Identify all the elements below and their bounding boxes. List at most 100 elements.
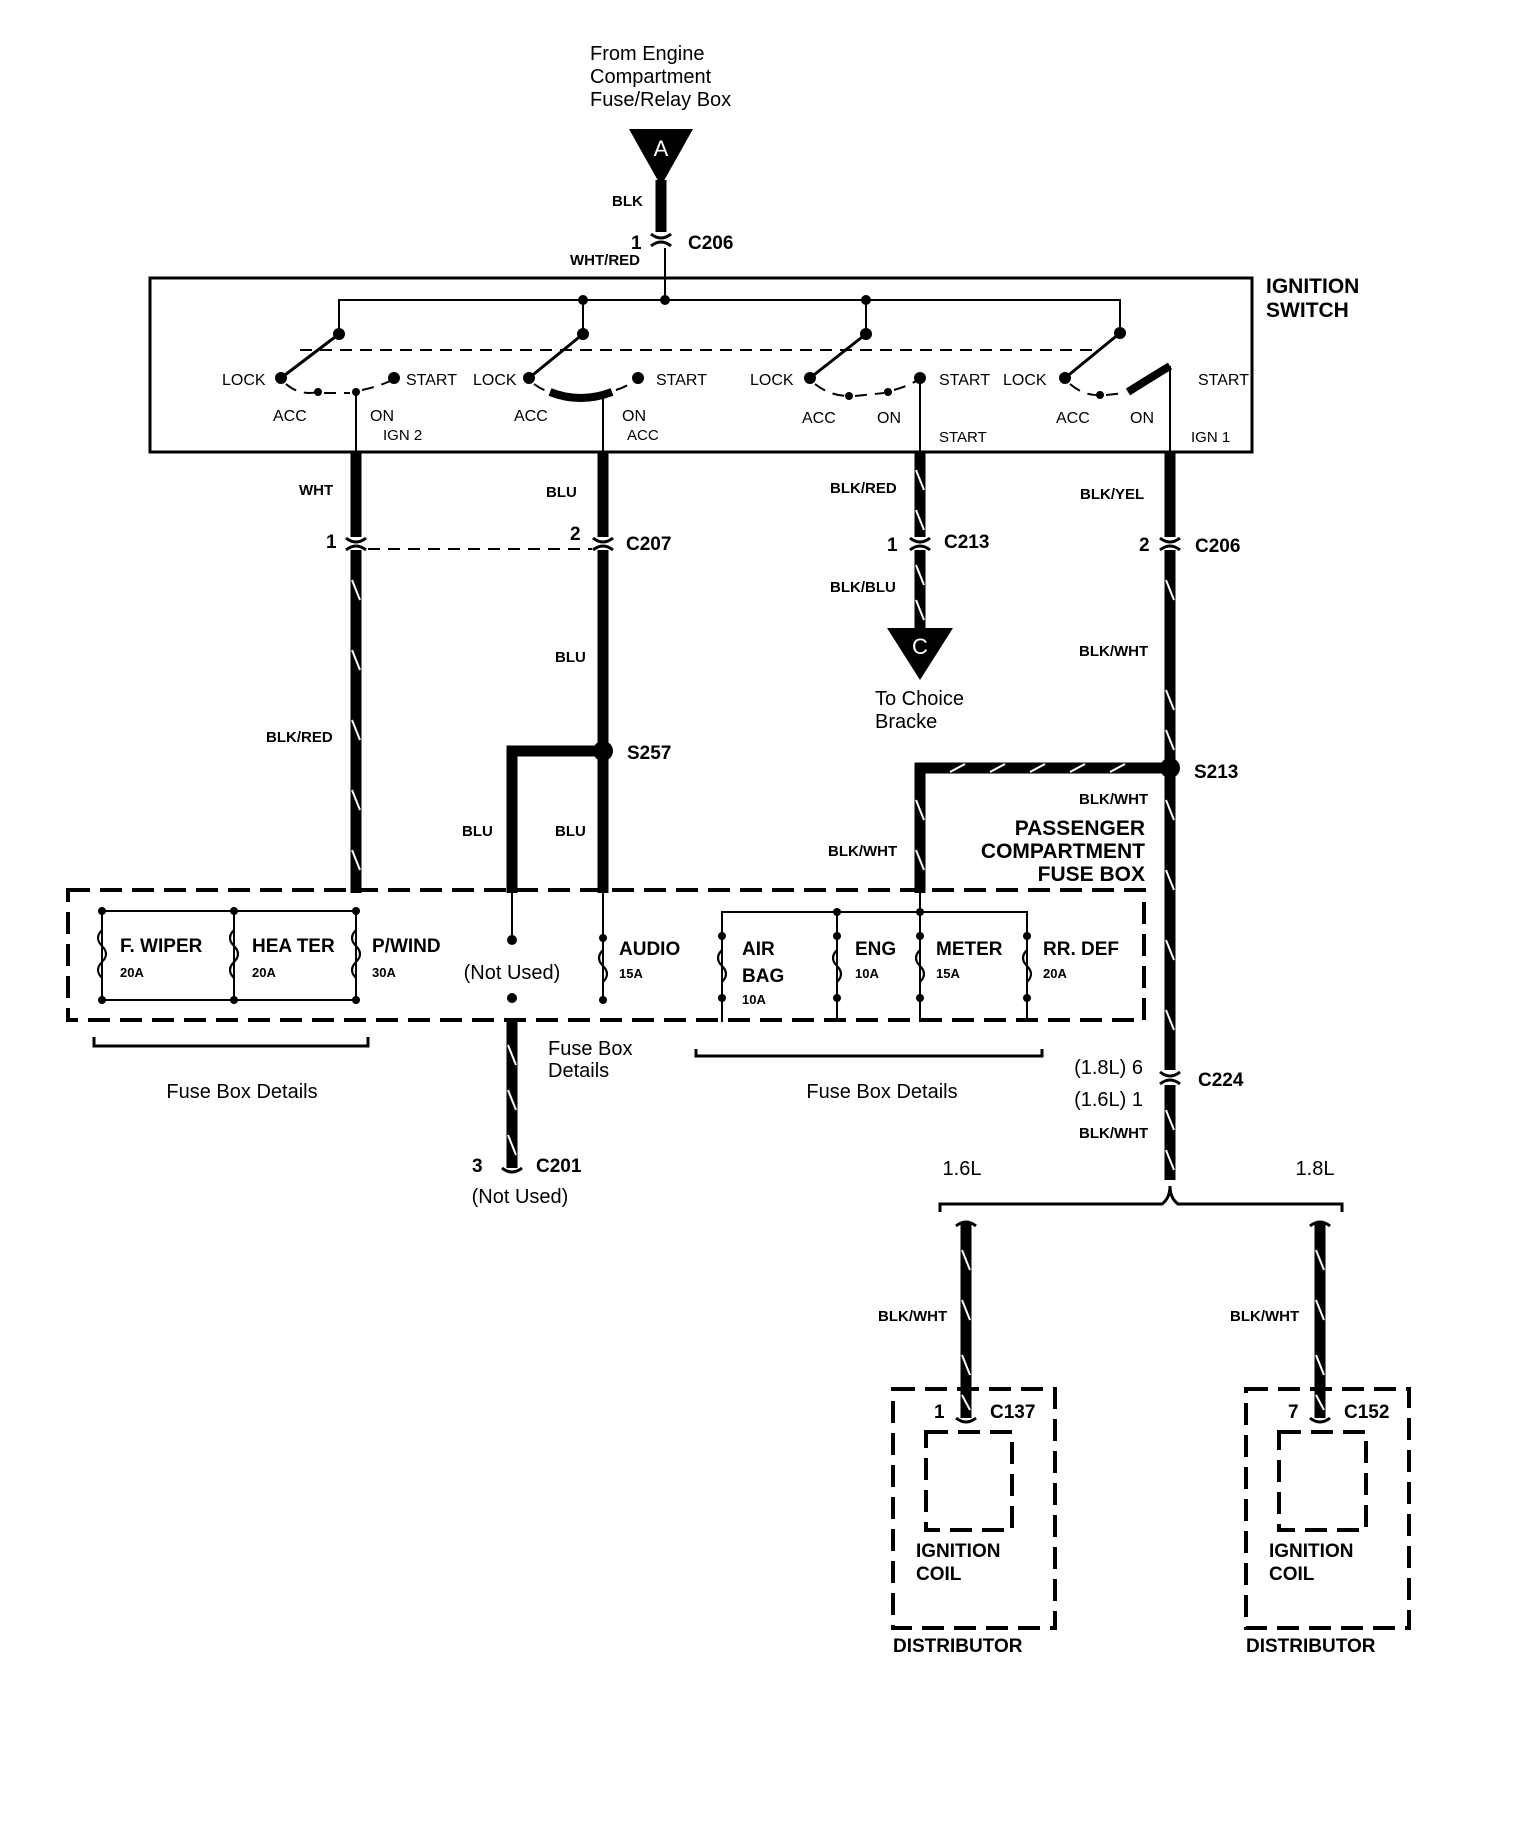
s1-start-contact bbox=[388, 372, 400, 384]
c201-block: 3 C201 (Not Used) bbox=[472, 1022, 582, 1208]
ignition-switch-box bbox=[148, 276, 1254, 454]
connector-c206-bottom bbox=[1159, 536, 1181, 552]
fuse-box: PASSENGER COMPARTMENT FUSE BOX F. WIPER … bbox=[66, 817, 1146, 1103]
s213-label: S213 bbox=[1194, 762, 1238, 783]
fuse-symbol bbox=[351, 929, 361, 979]
fuse-eng-name: ENG bbox=[855, 939, 896, 960]
stripe bbox=[915, 509, 925, 531]
details-mid-line2: Details bbox=[548, 1060, 609, 1082]
c224-pin-18l: (1.8L) 6 bbox=[1074, 1057, 1143, 1079]
stripe bbox=[915, 564, 925, 586]
s2-acc-label: ACC bbox=[514, 408, 548, 425]
stripe bbox=[961, 1394, 971, 1411]
fuse-p-wind-name: P/WIND bbox=[372, 936, 441, 957]
switch-bus bbox=[338, 299, 1121, 340]
wire-label-blk-red-start: BLK/RED bbox=[830, 480, 897, 497]
fp-bot bbox=[352, 996, 360, 1004]
stripe bbox=[1165, 1149, 1175, 1171]
source-label-line2: Compartment bbox=[590, 66, 712, 88]
distributor-16l: BLK/WHT 1 C137 IGNITION COIL DISTRIBUTOR bbox=[878, 1220, 1057, 1657]
fe-bot bbox=[833, 994, 841, 1002]
stripe bbox=[351, 849, 361, 871]
s4-start-label: START bbox=[1198, 372, 1249, 389]
stripe bbox=[507, 1044, 517, 1066]
wire-blu-branch bbox=[506, 745, 603, 893]
s3-on-contact bbox=[884, 388, 892, 396]
fuse-symbol bbox=[915, 949, 925, 983]
fuse-p-wind-rating: 30A bbox=[372, 965, 396, 980]
circuit-acc: BLU 2 C207 BLU S257 BLU BLU bbox=[462, 453, 671, 893]
wire-blk-wht-branch bbox=[914, 762, 1170, 893]
d16-label: DISTRIBUTOR bbox=[893, 1636, 1023, 1657]
connector-c-triangle bbox=[887, 628, 953, 680]
s2-on-label: ON bbox=[622, 408, 646, 425]
s2-arc bbox=[533, 380, 635, 393]
s1-blade bbox=[280, 332, 340, 380]
c213-label: C213 bbox=[944, 532, 989, 553]
s3-blade bbox=[809, 332, 867, 380]
stripe bbox=[351, 719, 361, 741]
d16-wire-label: BLK/WHT bbox=[878, 1308, 947, 1325]
wire-label-blu-top: BLU bbox=[546, 484, 577, 501]
s4-on-label: ON bbox=[1130, 410, 1154, 427]
switch-section-ign2: LOCK ACC ON START IGN 2 bbox=[222, 328, 457, 455]
stripe bbox=[1165, 1009, 1175, 1031]
fuse-box-outline bbox=[66, 888, 1146, 1022]
wire-label-blk-red: BLK/RED bbox=[266, 729, 333, 746]
fuse-f-wiper-rating: 20A bbox=[120, 965, 144, 980]
source-label-line3: Fuse/Relay Box bbox=[590, 89, 731, 111]
connector-c207-pin2 bbox=[592, 536, 614, 552]
stripe bbox=[961, 1354, 971, 1376]
fuse-meter-name: METER bbox=[936, 939, 1003, 960]
stripe bbox=[961, 1249, 971, 1271]
s2-start-contact bbox=[632, 372, 644, 384]
s1-lock-contact bbox=[275, 372, 287, 384]
ignition-switch: IGNITION SWITCH LOCK ACC ON START IGN 2 bbox=[148, 275, 1359, 455]
s4-acc-contact bbox=[1096, 391, 1104, 399]
stripe bbox=[1109, 763, 1126, 773]
fuse-symbol bbox=[229, 929, 239, 979]
stripe bbox=[507, 1089, 517, 1111]
fuse-audio-rating: 15A bbox=[619, 966, 643, 981]
bus-junction-2 bbox=[578, 295, 588, 305]
fuse-not-used: (Not Used) bbox=[464, 893, 561, 1003]
connector-c213 bbox=[909, 536, 931, 552]
fuse-eng: ENG 10A bbox=[832, 908, 896, 1022]
fuse-heater: HEA TER 20A bbox=[229, 907, 335, 1004]
stripe bbox=[961, 1299, 971, 1321]
fuse-meter-rating: 15A bbox=[936, 966, 960, 981]
wire-label-blu-right: BLU bbox=[555, 823, 586, 840]
circuit-ign1: BLK/YEL 2 C206 BLK/WHT S213 BLK/WHT BLK/… bbox=[828, 453, 1240, 1070]
stripe bbox=[1069, 763, 1086, 773]
s4-lock-contact bbox=[1059, 372, 1071, 384]
fuse-f-wiper-name: F. WIPER bbox=[120, 936, 203, 957]
fuse-air-bag: AIR BAG 10A bbox=[717, 932, 784, 1007]
bus-junction-3 bbox=[861, 295, 871, 305]
stripe bbox=[1315, 1354, 1325, 1376]
fuse-heater-name: HEA TER bbox=[252, 936, 335, 957]
s1-acc-contact bbox=[314, 388, 322, 396]
d18-coil-line2: COIL bbox=[1269, 1564, 1315, 1585]
c152-label: C152 bbox=[1344, 1402, 1389, 1423]
stripe bbox=[915, 799, 925, 821]
fuse-rr-def-name: RR. DEF bbox=[1043, 939, 1119, 960]
ign2-label: IGN 2 bbox=[383, 427, 422, 444]
c152-pin: 7 bbox=[1288, 1402, 1299, 1423]
s3-lock-contact bbox=[804, 372, 816, 384]
wire-label-blk-blu: BLK/BLU bbox=[830, 579, 896, 596]
connector-c224 bbox=[1159, 1070, 1181, 1086]
branch-bracket bbox=[938, 1185, 1344, 1212]
fuse-audio: AUDIO 15A bbox=[598, 893, 680, 1004]
fuse-symbol bbox=[717, 949, 727, 983]
fuse-f-wiper: F. WIPER 20A bbox=[97, 907, 203, 1004]
c224-block: (1.8L) 6 (1.6L) 1 C224 BLK/WHT bbox=[1074, 1057, 1244, 1180]
fm-top bbox=[916, 908, 924, 916]
c206-bottom-pin: 2 bbox=[1139, 535, 1150, 556]
s4-blade bbox=[1064, 331, 1121, 380]
bus-junction-src bbox=[660, 295, 670, 305]
s2-lock-contact bbox=[523, 372, 535, 384]
fuse-not-used-label: (Not Used) bbox=[464, 962, 561, 984]
c206-top-label: C206 bbox=[688, 233, 733, 254]
fuse-rr-def: RR. DEF 20A bbox=[1022, 932, 1119, 1002]
s4-lock-label: LOCK bbox=[1003, 372, 1047, 389]
